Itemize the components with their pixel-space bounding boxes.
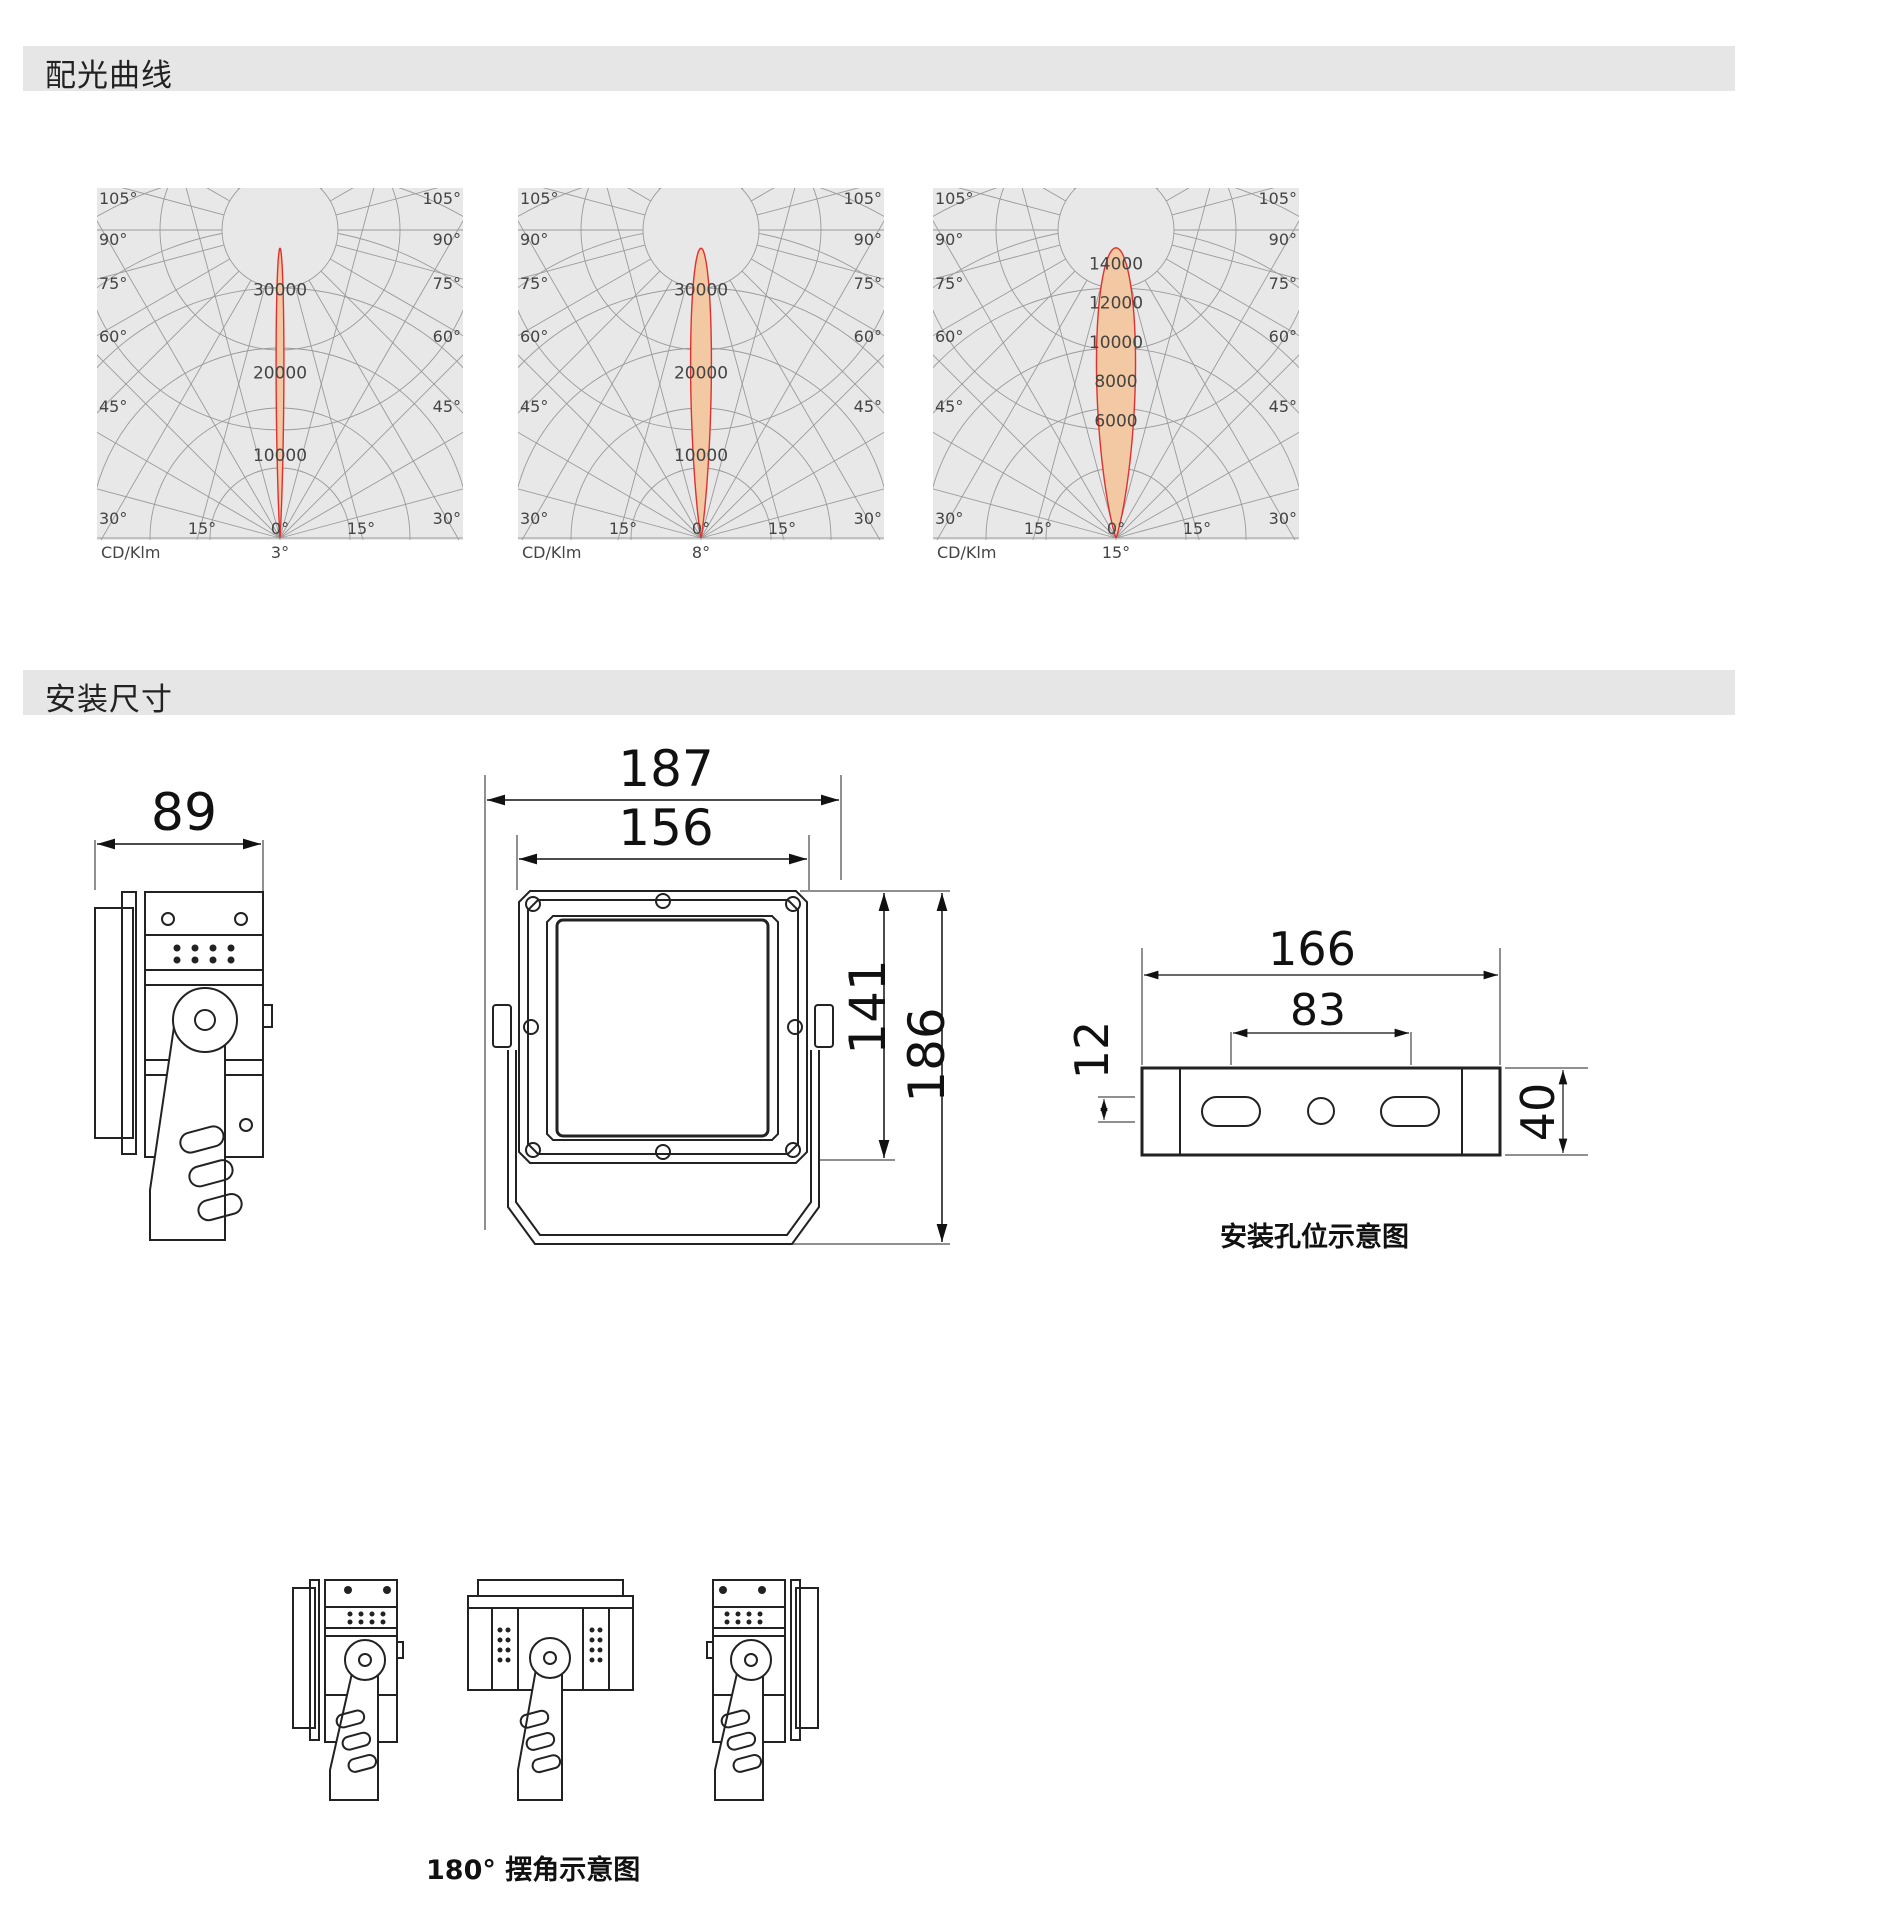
dim-label-186: 186: [898, 1007, 956, 1102]
angle-label-90-left: 90°: [935, 230, 963, 249]
angle-label-30-left: 30°: [935, 509, 963, 528]
radial-tick-label: 30000: [674, 281, 728, 301]
swing-angle-drawings: [292, 1579, 819, 1801]
radial-tick-label: 6000: [1094, 411, 1137, 431]
radial-tick-label: 10000: [674, 446, 728, 466]
swing-view-left: [292, 1579, 404, 1801]
angle-label-75-right: 75°: [1269, 274, 1297, 293]
unit-label: CD/Klm: [522, 543, 581, 562]
angle-label-15-left: 15°: [1024, 519, 1052, 538]
radial-tick-label: 12000: [1089, 294, 1143, 314]
angle-label-30-right: 30°: [854, 509, 882, 528]
radial-tick-label: 20000: [253, 363, 307, 383]
angle-label-0: 0°: [1107, 519, 1125, 538]
beam-angle-label: 8°: [692, 543, 710, 562]
unit-label: CD/Klm: [937, 543, 996, 562]
angle-label-45-left: 45°: [520, 397, 548, 416]
dim-label-83: 83: [1290, 985, 1346, 1036]
angle-label-60-right: 60°: [433, 327, 461, 346]
angle-label-45-left: 45°: [99, 397, 127, 416]
angle-label-75-left: 75°: [935, 274, 963, 293]
radial-tick-label: 8000: [1094, 372, 1137, 392]
polar-chart-8deg: 10000 20000 30000 105° 105° 90° 90° 75° 75° 60° 60…: [518, 188, 884, 573]
unit-label: CD/Klm: [101, 543, 160, 562]
polar-chart-15deg: 6000 8000 10000 12000 14000 105° 105° 90° 90° 75°…: [933, 188, 1299, 573]
angle-label-105-left: 105°: [520, 189, 559, 208]
angle-label-90-right: 90°: [433, 230, 461, 249]
angle-label-15-right: 15°: [1183, 519, 1211, 538]
side-view-drawing: [94, 838, 273, 1241]
radial-tick-label: 20000: [674, 363, 728, 383]
dim-label-12: 12: [1065, 1021, 1119, 1080]
angle-label-45-right: 45°: [1269, 397, 1297, 416]
angle-label-45-right: 45°: [433, 397, 461, 416]
front-view-drawing: [484, 775, 950, 1245]
section-title-light-distribution: 配光曲线: [45, 58, 173, 94]
angle-label-30-right: 30°: [433, 509, 461, 528]
angle-label-60-left: 60°: [99, 327, 127, 346]
dim-label-40: 40: [1511, 1083, 1565, 1142]
polar-chart-svg-15deg: 6000 8000 10000 12000 14000 105° 105° 90° 90° 75°…: [933, 188, 1299, 562]
angle-label-105-left: 105°: [99, 189, 138, 208]
bracket-drawing: [1098, 948, 1588, 1157]
angle-label-90-right: 90°: [1269, 230, 1297, 249]
section-title-installation: 安装尺寸: [45, 682, 173, 718]
angle-label-90-left: 90°: [520, 230, 548, 249]
angle-label-75-right: 75°: [433, 274, 461, 293]
polar-chart-svg-3deg: 10000 20000 30000 105° 105° 90° 90° 75° 75° 60° 60…: [97, 188, 463, 562]
section-bar-light-distribution: 配光曲线: [23, 46, 1735, 94]
angle-label-75-left: 75°: [520, 274, 548, 293]
swing-view-center: [467, 1579, 634, 1801]
section-bar-installation: 安装尺寸: [23, 670, 1735, 718]
beam-angle-label: 15°: [1102, 543, 1130, 562]
angle-label-60-right: 60°: [854, 327, 882, 346]
beam-lobe: [1095, 247, 1137, 539]
angle-label-15-right: 15°: [768, 519, 796, 538]
angle-label-75-left: 75°: [99, 274, 127, 293]
angle-label-90-right: 90°: [854, 230, 882, 249]
angle-label-105-right: 105°: [1258, 189, 1297, 208]
radial-tick-label: 14000: [1089, 255, 1143, 275]
polar-chart-3deg: 10000 20000 30000 105° 105° 90° 90° 75° 75° 60° 60…: [97, 188, 463, 573]
dim-label-187: 187: [618, 740, 713, 798]
beam-lobe: [275, 247, 285, 539]
angle-label-0: 0°: [692, 519, 710, 538]
bracket-caption: 安装孔位示意图: [1220, 1222, 1409, 1253]
angle-label-60-left: 60°: [520, 327, 548, 346]
angle-label-75-right: 75°: [854, 274, 882, 293]
swing-view-right: [706, 1579, 819, 1801]
angle-label-15-left: 15°: [609, 519, 637, 538]
angle-label-105-right: 105°: [422, 189, 461, 208]
beam-lobe: [689, 247, 713, 539]
angle-label-45-left: 45°: [935, 397, 963, 416]
angle-label-15-right: 15°: [347, 519, 375, 538]
radial-tick-label: 30000: [253, 281, 307, 301]
angle-label-30-right: 30°: [1269, 509, 1297, 528]
angle-label-0: 0°: [271, 519, 289, 538]
dim-label-141: 141: [839, 959, 897, 1054]
angle-label-60-right: 60°: [1269, 327, 1297, 346]
swing-caption: 180° 摆角示意图: [426, 1855, 641, 1886]
angle-label-30-left: 30°: [520, 509, 548, 528]
dim-label-156: 156: [618, 799, 713, 857]
dim-label-166: 166: [1268, 922, 1356, 976]
angle-label-105-right: 105°: [843, 189, 882, 208]
angle-label-90-left: 90°: [99, 230, 127, 249]
beam-angle-label: 3°: [271, 543, 289, 562]
angle-label-30-left: 30°: [99, 509, 127, 528]
radial-tick-label: 10000: [253, 446, 307, 466]
angle-label-45-right: 45°: [854, 397, 882, 416]
angle-label-15-left: 15°: [188, 519, 216, 538]
dimension-drawings: 89 187 156 141 186: [94, 740, 1588, 1245]
radial-tick-label: 10000: [1089, 333, 1143, 353]
angle-label-105-left: 105°: [935, 189, 974, 208]
dim-label-89: 89: [151, 783, 217, 843]
angle-label-60-left: 60°: [935, 327, 963, 346]
polar-chart-svg-8deg: 10000 20000 30000 105° 105° 90° 90° 75° 75° 60° 60…: [518, 188, 884, 562]
